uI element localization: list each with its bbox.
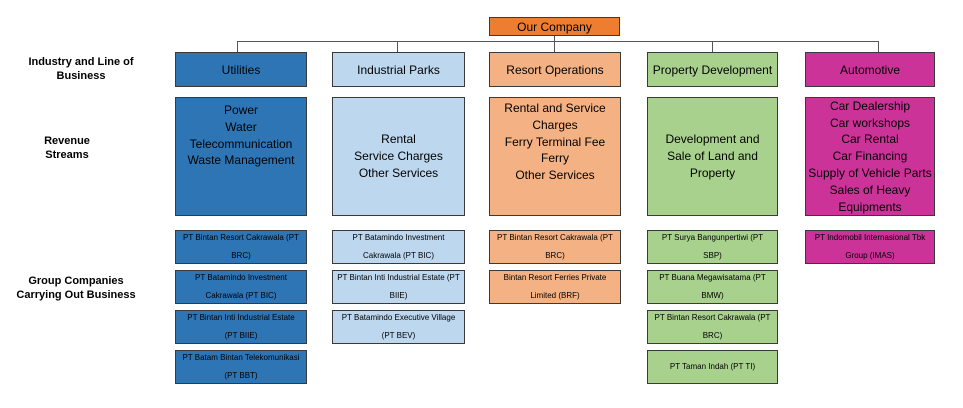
header-automotive: Automotive	[805, 52, 935, 87]
company-utilities-1: PT Bintan Resort Cakrawala (PT BRC)	[175, 230, 307, 264]
row-label-industry: Industry and Line of Business	[28, 56, 134, 82]
revenue-item: Telecommunication	[189, 136, 293, 151]
row-label-companies: Group Companies Carrying Out Business	[16, 275, 136, 301]
revenue-item: Ferry	[541, 151, 569, 166]
revenue-item: Water	[225, 119, 257, 134]
company-resort-operations-1: PT Bintan Resort Cakrawala (PT BRC)	[489, 230, 621, 264]
company-automotive-1: PT Indomobil Internasional Tbk Group (IM…	[805, 230, 935, 264]
company-property-development-2: PT Buana Megawisatama (PT BMW)	[647, 270, 778, 304]
header-industrial-parks: Industrial Parks	[332, 52, 465, 87]
revenue-item: Sales of Heavy Equipments	[829, 182, 911, 214]
revenue-item: Development and Sale of Land and Propert…	[665, 132, 760, 180]
revenue-item: Car workshops	[829, 115, 911, 130]
revenue-item: Service Charges	[354, 149, 443, 164]
header-property-development: Property Development	[647, 52, 778, 87]
revenue-item: Rental and Service Charges	[504, 101, 606, 132]
revenue-item: Rental	[381, 132, 416, 147]
company-industrial-parks-3: PT Batamindo Executive Village (PT BEV)	[332, 310, 465, 344]
root-node: Our Company	[489, 17, 620, 36]
root-connector-horizontal	[237, 41, 879, 42]
header-utilities: Utilities	[175, 52, 307, 87]
company-utilities-3: PT Bintan Inti Industrial Estate (PT BII…	[175, 310, 307, 344]
revenue-item: Car Rental	[841, 132, 899, 147]
connector-property-development	[712, 41, 713, 52]
company-utilities-2: PT Batamindo Investment Cakrawala (PT BI…	[175, 270, 307, 304]
company-property-development-4: PT Taman Indah (PT TI)	[647, 350, 778, 384]
revenue-property-development: Development and Sale of Land and Propert…	[647, 97, 778, 216]
revenue-item: Car Dealership	[829, 98, 911, 113]
revenue-automotive: Car Dealership Car workshops Car Rental …	[805, 97, 935, 216]
revenue-industrial-parks: Rental Service Charges Other Services	[332, 97, 465, 216]
revenue-item: Other Services	[515, 168, 595, 183]
company-industrial-parks-1: PT Batamindo Investment Cakrawala (PT BI…	[332, 230, 465, 264]
revenue-resort-operations: Rental and Service Charges Ferry Termina…	[489, 97, 621, 216]
connector-industrial-parks	[397, 41, 398, 52]
company-property-development-1: PT Surya Bangunpertiwi (PT SBP)	[647, 230, 778, 264]
company-utilities-4: PT Batam Bintan Telekomunikasi (PT BBT)	[175, 350, 307, 384]
revenue-item: Waste Management	[187, 153, 295, 168]
connector-resort-operations	[554, 41, 555, 52]
revenue-item: Supply of Vehicle Parts	[808, 165, 932, 180]
revenue-item: Other Services	[358, 165, 439, 180]
revenue-item: Car Financing	[832, 149, 908, 164]
company-resort-operations-2: Bintan Resort Ferries Private Limited (B…	[489, 270, 621, 304]
company-property-development-3: PT Bintan Resort Cakrawala (PT BRC)	[647, 310, 778, 344]
company-industrial-parks-2: PT Bintan Inti Industrial Estate (PT BII…	[332, 270, 465, 304]
revenue-item: Power	[223, 103, 258, 117]
revenue-utilities: Power Water Telecommunication Waste Mana…	[175, 97, 307, 216]
revenue-item: Ferry Terminal Fee	[504, 134, 606, 149]
header-resort-operations: Resort Operations	[489, 52, 621, 87]
connector-automotive	[878, 41, 879, 52]
connector-utilities	[237, 41, 238, 52]
root-connector-vertical	[554, 36, 555, 42]
row-label-revenue: Revenue Streams	[44, 135, 90, 161]
